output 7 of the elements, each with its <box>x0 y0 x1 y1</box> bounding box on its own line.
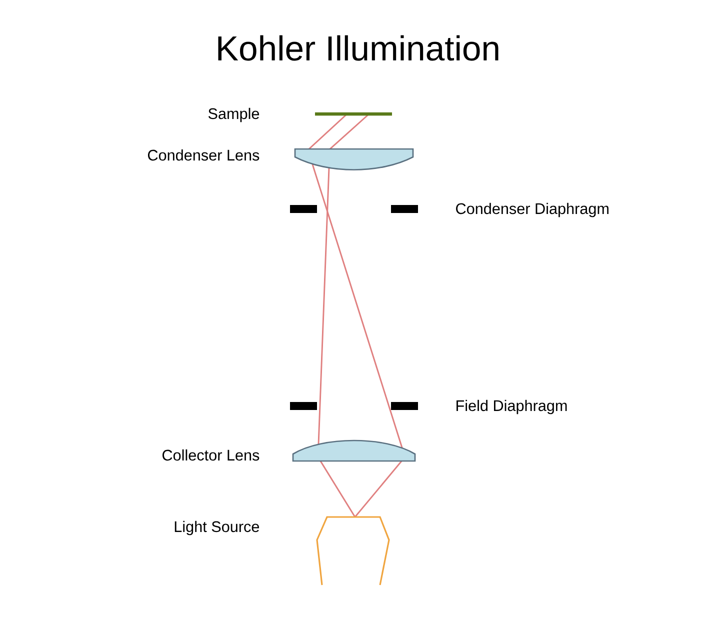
part-label: Collector Lens <box>162 449 260 461</box>
part-label: Field Diaphragm <box>456 400 567 414</box>
title: Kohler Illumination <box>218 35 498 61</box>
part-label: Condenser Diaphragm <box>456 202 608 218</box>
part-label: Sample <box>208 108 260 122</box>
part-label: Condenser Lens <box>148 149 260 161</box>
part-label: Light Source <box>174 520 260 536</box>
